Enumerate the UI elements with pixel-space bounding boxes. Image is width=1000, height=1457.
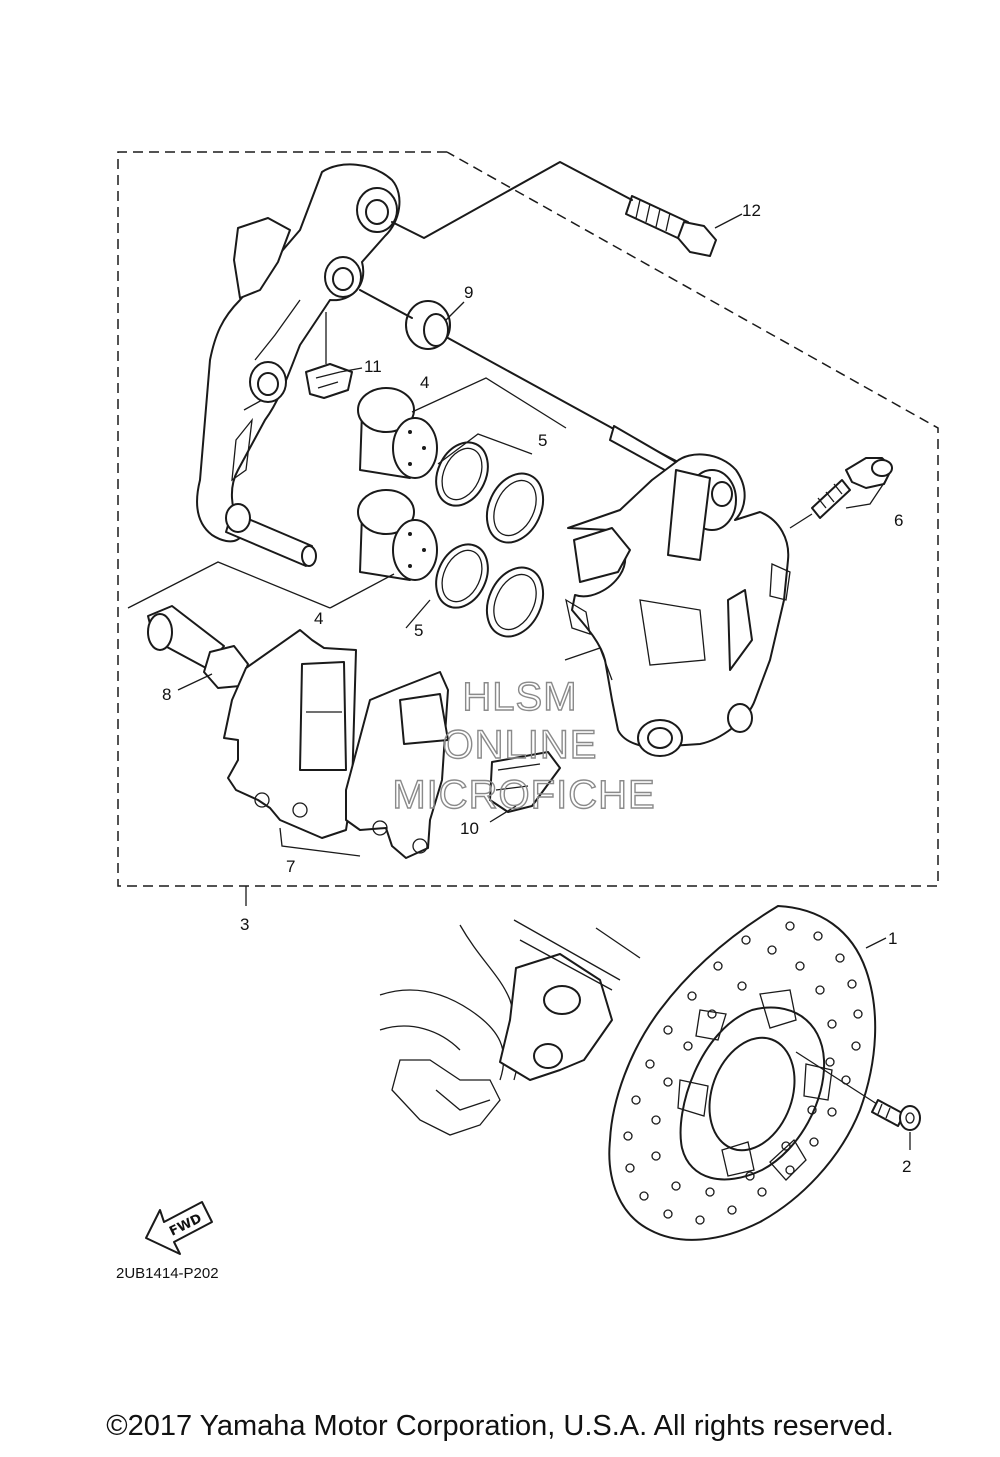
callout-6: 6 xyxy=(894,511,903,530)
piston-4-upper xyxy=(357,387,438,479)
callout-3: 3 xyxy=(240,915,249,934)
disc-holes xyxy=(623,921,863,1225)
bracket-8 xyxy=(127,561,331,609)
callout-4-upper: 4 xyxy=(420,373,429,392)
copyright-notice: ©2017 Yamaha Motor Corporation, U.S.A. A… xyxy=(106,1410,894,1442)
brake-disc-1 xyxy=(608,905,887,1241)
clip-11 xyxy=(305,312,363,399)
guide-line-a xyxy=(391,161,633,239)
diagram-code: 2UB1414-P202 xyxy=(116,1265,219,1282)
bolt-8 xyxy=(147,605,249,691)
svg-text:HLSM: HLSM xyxy=(462,675,577,719)
watermark: HLSM ONLINE MICROFICHE xyxy=(392,674,656,817)
bracket-4-lower xyxy=(329,573,395,609)
pad-spring-10 xyxy=(489,751,561,823)
bolt-2 xyxy=(795,1051,921,1150)
svg-text:MICROFICHE: MICROFICHE xyxy=(392,773,655,817)
caliper-bracket xyxy=(196,163,401,567)
brake-pad-right xyxy=(345,671,449,859)
assembly-boundary xyxy=(117,151,939,887)
callout-9: 9 xyxy=(464,283,473,302)
callout-2: 2 xyxy=(902,1157,911,1176)
callout-5-lower: 5 xyxy=(414,621,423,640)
seals-5-upper xyxy=(435,441,545,544)
brake-pad-left xyxy=(223,629,357,839)
bleed-screw-6 xyxy=(789,457,893,529)
callout-4-lower: 4 xyxy=(314,609,323,628)
guide-line-b xyxy=(359,289,413,319)
boot-9 xyxy=(405,300,465,350)
bracket-5-lower xyxy=(405,599,431,629)
fork-leg-outline xyxy=(379,919,641,1136)
seals-5-lower xyxy=(435,543,545,638)
callout-10: 10 xyxy=(460,819,479,838)
bracket-7 xyxy=(279,827,361,857)
callout-11: 11 xyxy=(364,357,382,376)
fwd-arrow-icon: FWD xyxy=(145,1201,213,1255)
piston-4-lower xyxy=(357,489,438,581)
callout-8: 8 xyxy=(162,685,171,704)
guide-line-c xyxy=(447,337,613,429)
bracket-5-upper xyxy=(437,433,533,465)
bracket-4-upper xyxy=(411,377,567,429)
caliper-body xyxy=(564,425,791,757)
callout-12: 12 xyxy=(742,201,761,220)
svg-text:ONLINE: ONLINE xyxy=(443,723,598,767)
callout-7: 7 xyxy=(286,857,295,876)
bolt-12 xyxy=(625,195,743,257)
callout-labels: 1 2 3 4 4 5 5 6 7 8 9 10 11 12 xyxy=(162,201,911,1176)
callout-5-upper: 5 xyxy=(538,431,547,450)
callout-1: 1 xyxy=(888,929,897,948)
